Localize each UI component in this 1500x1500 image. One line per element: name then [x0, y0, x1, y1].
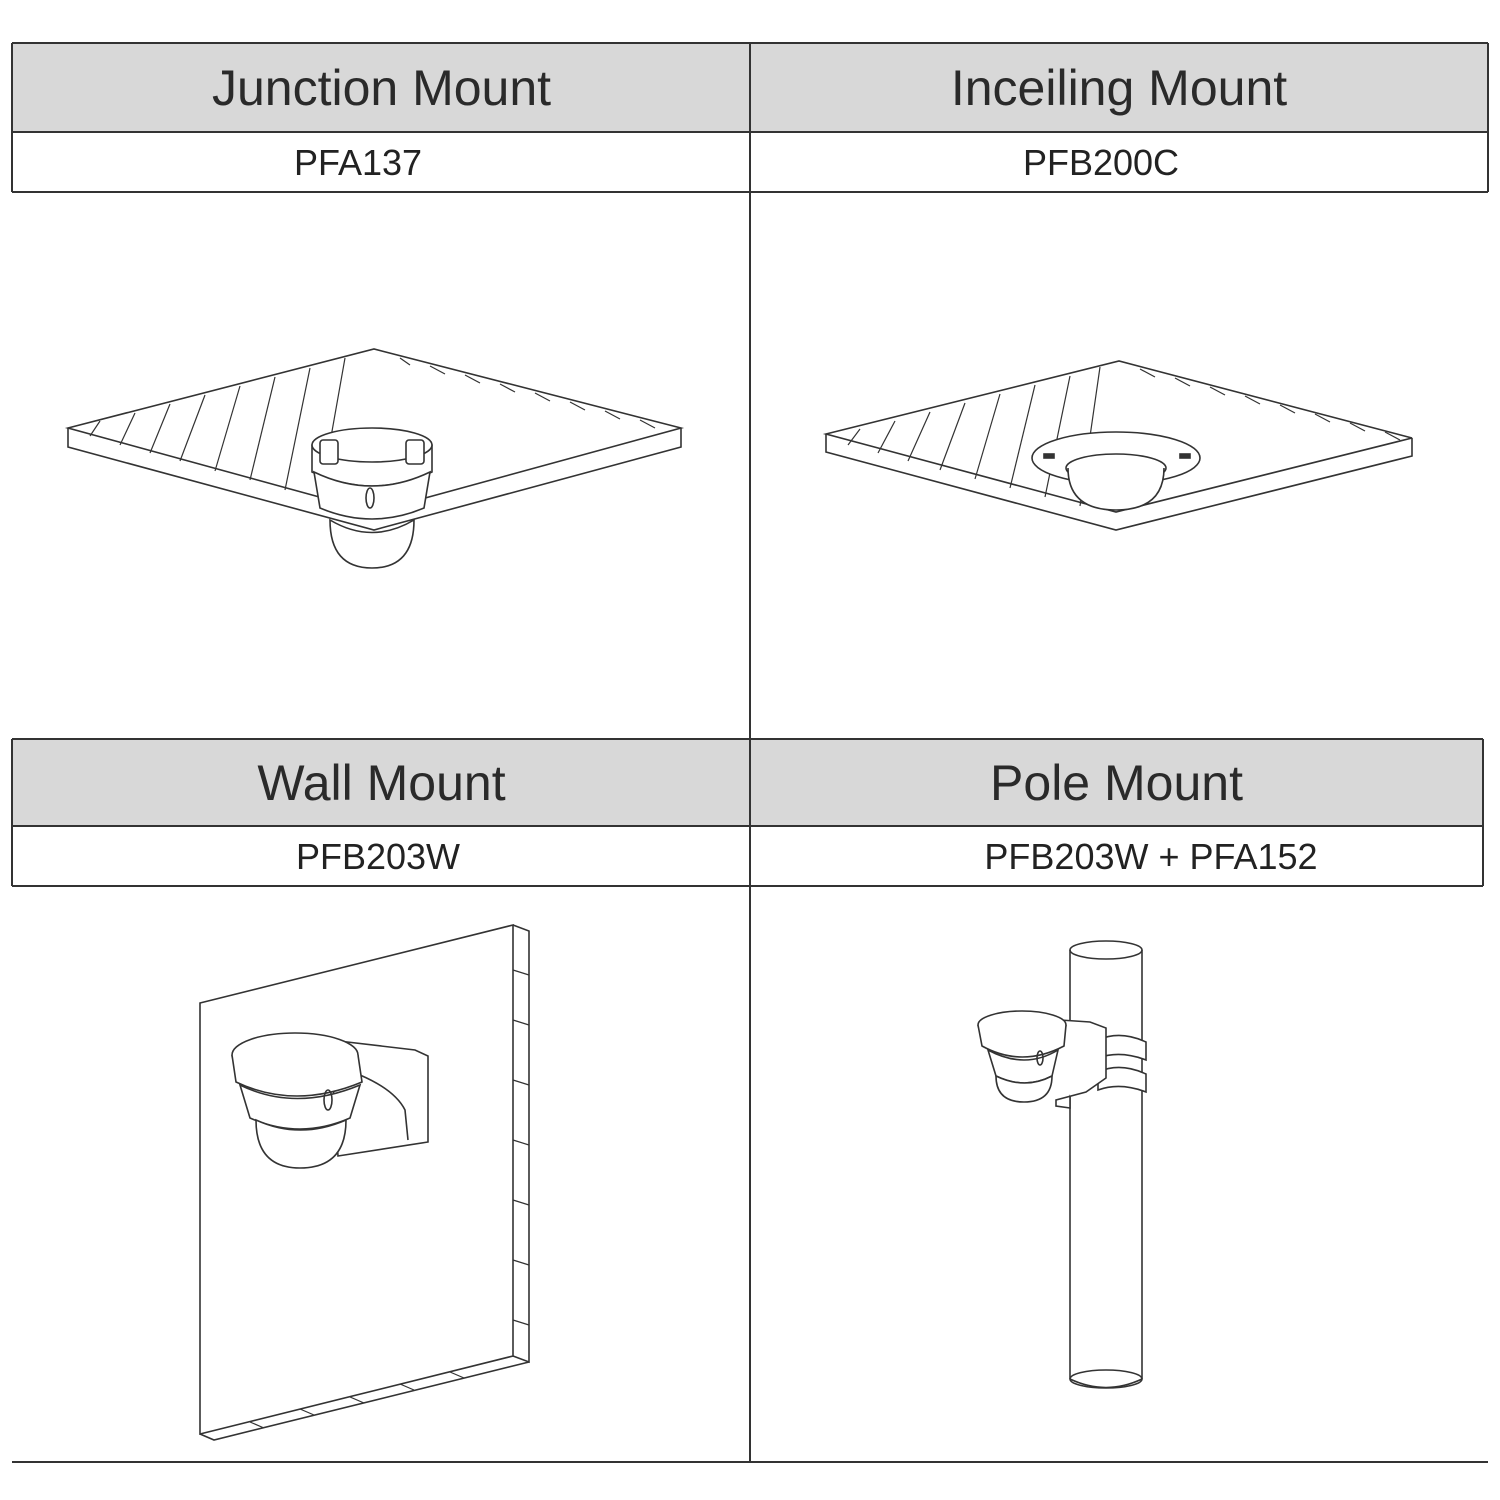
- inceiling-mount-title: Inceiling Mount: [751, 44, 1487, 132]
- inceiling-mount-model: PFB200C: [1022, 141, 1180, 183]
- pole-mount-model: PFB203W + PFA152: [984, 835, 1318, 877]
- junction-mount-title: Junction Mount: [13, 44, 750, 132]
- pole-mount-title: Pole Mount: [751, 740, 1482, 826]
- wall-mount-title: Wall Mount: [13, 740, 750, 826]
- wall-mount-model: PFB203W: [295, 835, 461, 877]
- junction-mount-model: PFA137: [293, 141, 423, 183]
